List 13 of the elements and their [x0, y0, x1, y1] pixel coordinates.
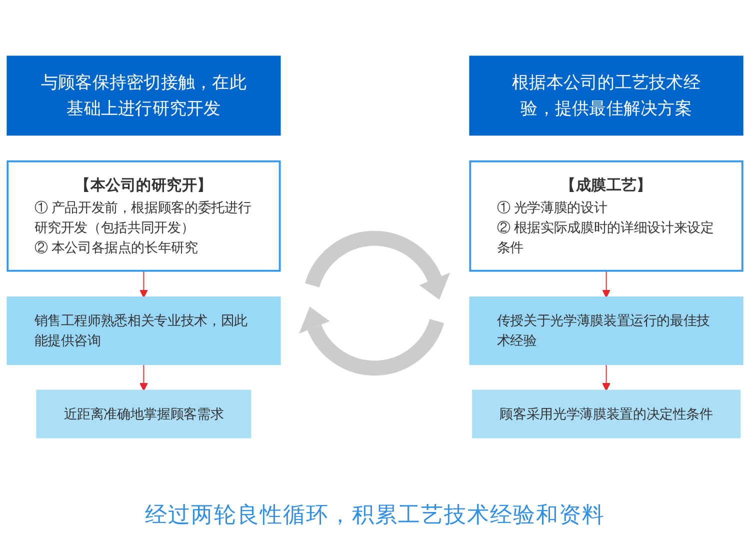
header-banner: 与顾客保持密切接触，在此基础上进行研究开发 [6, 56, 281, 136]
process-card: 【成膜工艺】 ① 光学薄膜的设计 ② 根据实际成膜时的详细设计来设定条件 [469, 160, 744, 272]
arrow [602, 270, 610, 298]
process-card: 【本公司的研究开】 ① 产品开发前，根据顾客的委托进行研究开发（包括共同开发） ② 本公司各据点的长年研究 [6, 160, 281, 272]
process-box: 传授关于光学薄膜装置运行的最佳技术经验 [469, 296, 744, 366]
arrow [602, 364, 610, 392]
arrow [140, 270, 148, 298]
process-box: 顾客采用光学薄膜装置的决定性条件 [472, 390, 740, 438]
arrow [140, 364, 148, 392]
process-box: 销售工程师熟悉相关专业技术，因此能提供咨询 [6, 296, 281, 366]
caption-text: 经过两轮良性循环，积累工艺技术经验和资料 [145, 502, 605, 527]
header-banner: 根据本公司的工艺技术经验，提供最佳解决方案 [469, 56, 744, 136]
process-box: 近距离准确地掌握顾客需求 [36, 390, 252, 438]
